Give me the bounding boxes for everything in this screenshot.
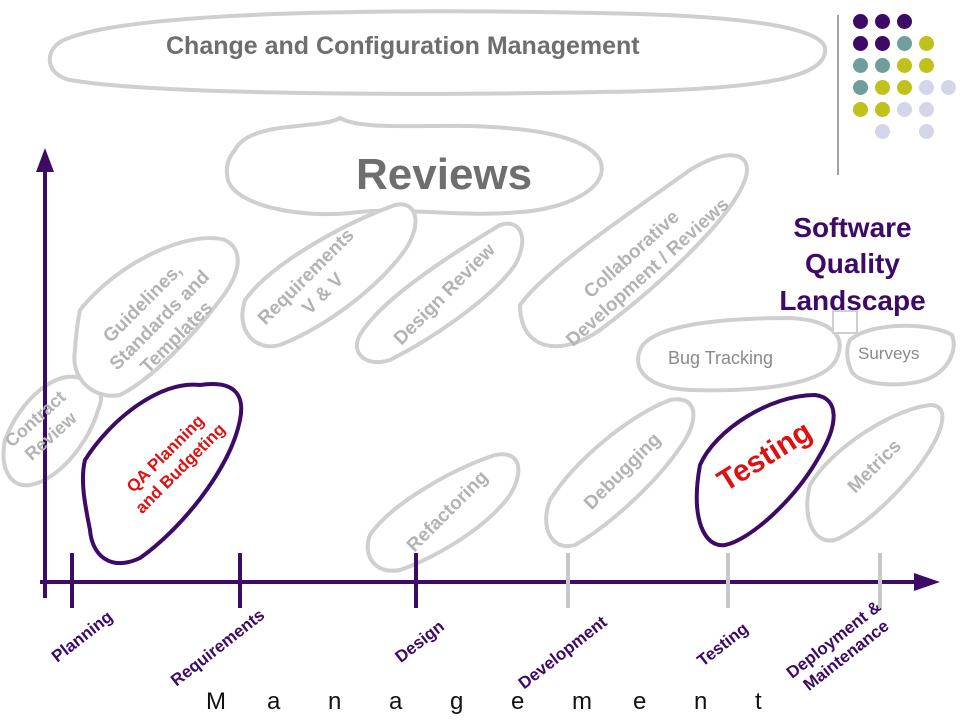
metrics-blob — [805, 402, 945, 543]
management-letter: M — [206, 688, 226, 715]
decorative-dot — [919, 102, 934, 117]
reviews-title: Reviews — [356, 150, 533, 199]
decorative-dot — [897, 80, 912, 95]
decorative-dot — [875, 80, 890, 95]
management-letter: n — [328, 688, 342, 715]
decorative-dot — [897, 102, 912, 117]
decorative-dot — [875, 36, 890, 51]
decorative-dot — [853, 80, 868, 95]
management-letter: n — [694, 688, 708, 715]
decorative-dot — [919, 124, 934, 139]
decorative-dot — [853, 36, 868, 51]
decorative-dot — [941, 80, 956, 95]
bug-tracking-label: Bug Tracking — [668, 348, 774, 368]
design-review-blob — [354, 221, 525, 365]
refactoring-blob — [365, 452, 521, 573]
decorative-dot — [919, 36, 934, 51]
debugging-blob — [544, 397, 696, 549]
reviews-cloud — [224, 115, 604, 217]
qa-planning-blob — [80, 382, 244, 565]
decorative-dot — [853, 102, 868, 117]
management-letter: a — [389, 688, 403, 715]
decorative-dot — [875, 124, 890, 139]
management-letter: a — [267, 688, 281, 715]
decorative-dot — [875, 102, 890, 117]
management-letter: t — [755, 688, 762, 715]
collaborative-blob — [517, 153, 749, 349]
decorative-dot — [919, 58, 934, 73]
decorative-dot — [919, 80, 934, 95]
decorative-dot — [875, 58, 890, 73]
contract-review-blob — [1, 374, 103, 488]
testing-blob — [694, 392, 836, 548]
management-letter: e — [511, 688, 525, 715]
bug-tracking-blob — [636, 315, 842, 393]
decorative-dot — [875, 14, 890, 29]
requirements-vv-blob — [240, 202, 418, 349]
decorative-dot-grid — [853, 14, 956, 154]
ccm-title: Change and Configuration Management — [166, 32, 640, 60]
landscape-overlap-box — [832, 310, 858, 334]
surveys-label: Surveys — [858, 344, 920, 363]
surveys-blob — [845, 323, 956, 387]
y-axis-arrowhead — [36, 148, 54, 172]
management-letter: m — [572, 688, 592, 715]
management-letter: e — [633, 688, 647, 715]
decorative-dot — [897, 14, 912, 29]
decorative-dot — [897, 58, 912, 73]
guidelines-blob — [72, 236, 240, 398]
management-letter: g — [450, 688, 464, 715]
decorative-dot — [853, 14, 868, 29]
ccm-cloud — [47, 9, 828, 96]
landscape-title: Software Quality Landscape — [779, 212, 926, 316]
decorative-dot — [897, 36, 912, 51]
x-axis-arrowhead — [914, 573, 940, 591]
decorative-dot — [853, 58, 868, 73]
